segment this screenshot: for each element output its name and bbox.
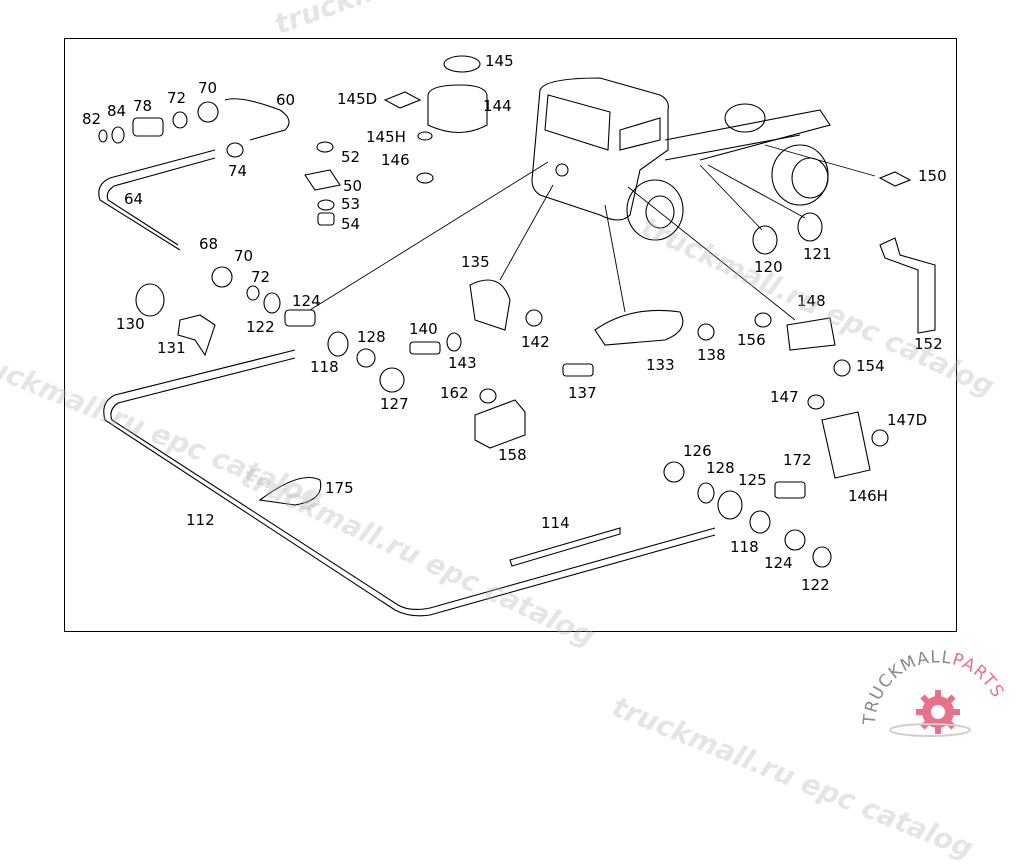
- callout-68[interactable]: 68: [199, 235, 219, 253]
- gear-logo-icon: TRUCKMALLPARTS: [860, 647, 1008, 737]
- callout-140[interactable]: 140: [409, 320, 438, 338]
- callout-124[interactable]: 124: [292, 292, 321, 310]
- callout-82[interactable]: 82: [82, 110, 102, 128]
- callout-135[interactable]: 135: [461, 253, 490, 271]
- callout-145[interactable]: 145: [485, 52, 514, 70]
- callout-120[interactable]: 120: [754, 258, 783, 276]
- callout-144[interactable]: 144: [483, 97, 512, 115]
- callout-145H[interactable]: 145H: [366, 128, 406, 146]
- callout-53[interactable]: 53: [341, 195, 361, 213]
- callout-64[interactable]: 64: [124, 190, 144, 208]
- callout-72[interactable]: 72: [251, 268, 271, 286]
- callout-131[interactable]: 131: [157, 339, 186, 357]
- hose-lines: [98, 98, 716, 617]
- truckmall-parts-logo[interactable]: TRUCKMALLPARTS: [850, 640, 1024, 750]
- callout-125[interactable]: 125: [738, 471, 767, 489]
- callout-70[interactable]: 70: [234, 247, 254, 265]
- callout-138[interactable]: 138: [697, 346, 726, 364]
- callout-150[interactable]: 150: [918, 167, 947, 185]
- callout-50[interactable]: 50: [343, 177, 363, 195]
- callout-128[interactable]: 128: [357, 328, 386, 346]
- parts-drawing: [98, 55, 936, 617]
- callout-146H[interactable]: 146H: [848, 487, 888, 505]
- callout-114[interactable]: 114: [541, 514, 570, 532]
- callout-148[interactable]: 148: [797, 292, 826, 310]
- callout-128[interactable]: 128: [706, 459, 735, 477]
- callout-146[interactable]: 146: [381, 151, 410, 169]
- callout-130[interactable]: 130: [116, 315, 145, 333]
- callout-156[interactable]: 156: [737, 331, 766, 349]
- callout-143[interactable]: 143: [448, 354, 477, 372]
- callout-147D[interactable]: 147D: [887, 411, 928, 429]
- callout-152[interactable]: 152: [914, 335, 943, 353]
- callout-124[interactable]: 124: [764, 554, 793, 572]
- callout-74[interactable]: 74: [228, 162, 248, 180]
- callout-70[interactable]: 70: [198, 79, 218, 97]
- diagram-frame: [64, 38, 957, 632]
- callout-126[interactable]: 126: [683, 442, 712, 460]
- callout-60[interactable]: 60: [276, 91, 296, 109]
- callout-158[interactable]: 158: [498, 446, 527, 464]
- callout-122[interactable]: 122: [246, 318, 275, 336]
- callout-133[interactable]: 133: [646, 356, 675, 374]
- callout-84[interactable]: 84: [107, 102, 127, 120]
- callout-118[interactable]: 118: [730, 538, 759, 556]
- callout-147[interactable]: 147: [770, 388, 799, 406]
- callout-172[interactable]: 172: [783, 451, 812, 469]
- callout-118[interactable]: 118: [310, 358, 339, 376]
- callout-142[interactable]: 142: [521, 333, 550, 351]
- callout-112[interactable]: 112: [186, 511, 215, 529]
- leader-lines: [309, 144, 876, 321]
- callout-127[interactable]: 127: [380, 395, 409, 413]
- callout-137[interactable]: 137: [568, 384, 597, 402]
- callout-52[interactable]: 52: [341, 148, 361, 166]
- logo-text-pink: PARTS: [950, 650, 1008, 702]
- part-glyphs: [98, 55, 936, 568]
- callout-154[interactable]: 154: [856, 357, 885, 375]
- callout-122[interactable]: 122: [801, 576, 830, 594]
- callout-145D[interactable]: 145D: [337, 90, 378, 108]
- callout-72[interactable]: 72: [167, 89, 187, 107]
- callout-121[interactable]: 121: [803, 245, 832, 263]
- truck-illustration: [531, 77, 831, 241]
- callout-162[interactable]: 162: [440, 384, 469, 402]
- callout-175[interactable]: 175: [325, 479, 354, 497]
- callout-78[interactable]: 78: [133, 97, 153, 115]
- callout-54[interactable]: 54: [341, 215, 361, 233]
